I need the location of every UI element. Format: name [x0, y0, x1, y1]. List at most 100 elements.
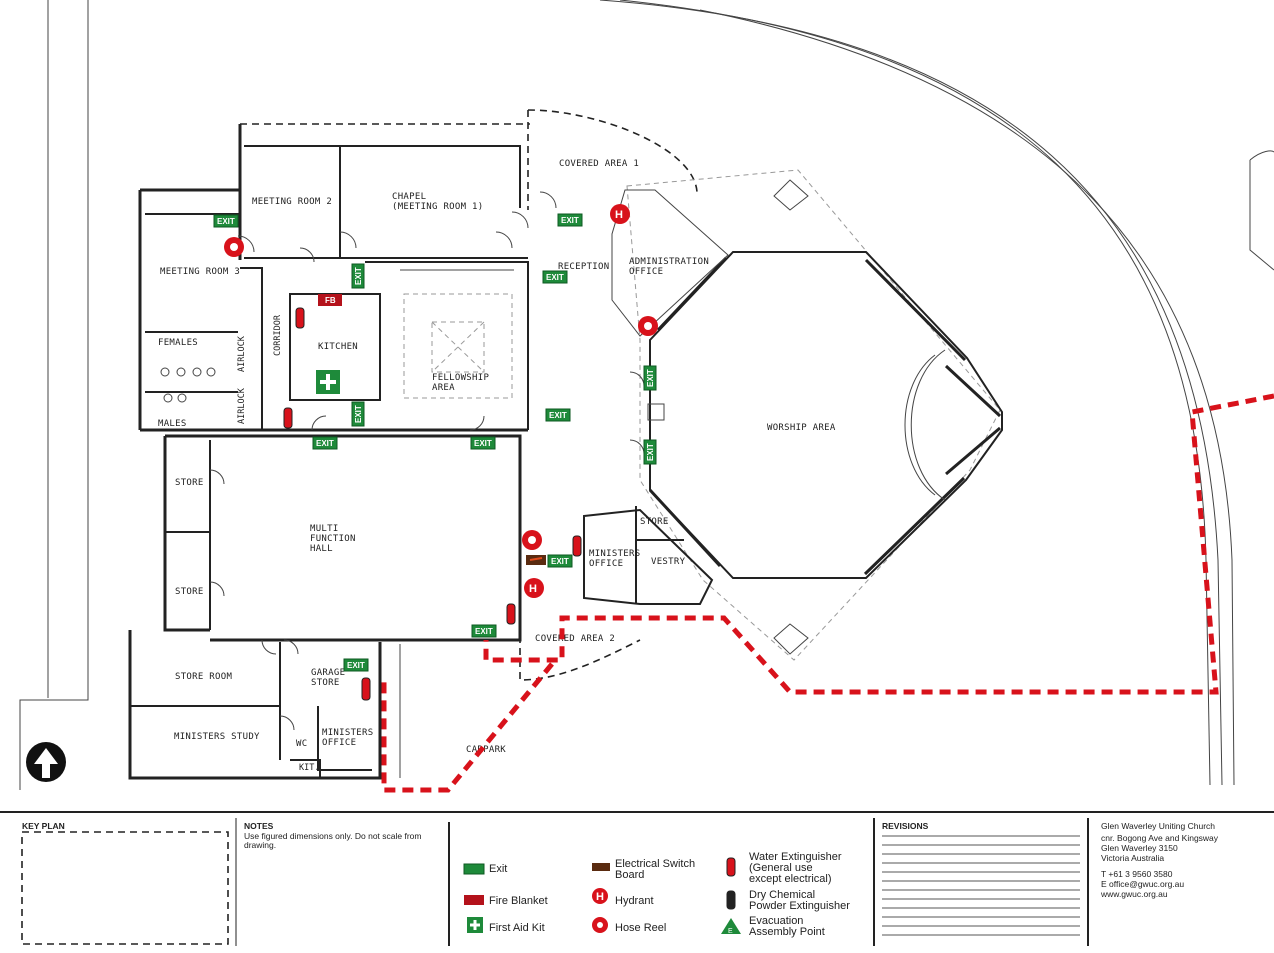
hose-reel-icon: [224, 237, 244, 257]
svg-text:H: H: [596, 891, 604, 903]
room-label-chapel-sub: (MEETING ROOM 1): [392, 202, 484, 212]
covered-areas: [240, 109, 698, 681]
electrical-switchboard-icon: [526, 555, 546, 565]
title-block: KEY PLAN NOTES Use figured dimensions on…: [0, 811, 1274, 946]
svg-text:EXIT: EXIT: [549, 411, 567, 420]
room-label-airlock-upper: AIRLOCK: [237, 335, 247, 372]
hose-reel-icon: [638, 316, 658, 336]
exit-sign: EXIT: [351, 263, 365, 289]
church-email: E office@gwuc.org.au: [1101, 879, 1184, 889]
exit-sign: EXIT: [213, 214, 239, 228]
legend-dry-extinguisher-icon: [726, 890, 736, 910]
room-label-corridor: CORRIDOR: [273, 314, 283, 356]
church-address-3: Victoria Australia: [1101, 853, 1164, 863]
room-label-store-lower: STORE: [175, 587, 204, 597]
evacuation-route-east: [483, 393, 1274, 695]
evacuation-routes: [381, 393, 1274, 793]
legend-assembly-2: Assembly Point: [749, 926, 825, 938]
room-labels: MEETING ROOM 2 CHAPEL (MEETING ROOM 1) C…: [158, 159, 686, 773]
room-label-store-room: STORE ROOM: [175, 672, 232, 682]
hydrant-icon: H: [610, 204, 630, 224]
room-label-administration: ADMINISTRATION: [629, 257, 709, 267]
exit-sign: EXIT: [471, 624, 497, 638]
svg-text:EXIT: EXIT: [646, 443, 655, 461]
room-label-wc: WC: [296, 739, 307, 749]
church-phone: T +61 3 9560 3580: [1101, 869, 1173, 879]
room-label-reception: RECEPTION: [558, 262, 609, 272]
svg-text:EXIT: EXIT: [475, 627, 493, 636]
fire-equipment: H H FB: [224, 204, 658, 701]
room-label-airlock-lower: AIRLOCK: [237, 387, 247, 424]
fire-blanket-icon: FB: [318, 294, 342, 306]
church-address-2: Glen Waverley 3150: [1101, 843, 1178, 853]
exit-sign: EXIT: [557, 213, 583, 227]
revisions-heading: REVISIONS: [882, 821, 929, 831]
legend-switchboard-label-1: Electrical Switch: [615, 858, 695, 870]
room-label-multi: MULTI: [310, 524, 339, 534]
room-label-hall: HALL: [310, 544, 333, 554]
legend-water-extinguisher-icon: [726, 857, 736, 877]
room-label-vestry: VESTRY: [651, 557, 686, 567]
key-plan-heading: KEY PLAN: [22, 821, 65, 831]
legend-water-ext-2: (General use: [749, 862, 813, 874]
toilet-fixtures: [160, 367, 216, 403]
svg-text:EXIT: EXIT: [217, 217, 235, 226]
water-extinguisher-icon: [283, 407, 293, 429]
hose-reel-icon: [522, 530, 542, 550]
svg-text:FB: FB: [325, 296, 336, 305]
legend-hydrant-icon: H: [592, 888, 608, 904]
fellowship-detail: [400, 269, 514, 399]
svg-text:EXIT: EXIT: [354, 267, 363, 285]
svg-text:EXIT: EXIT: [347, 661, 365, 670]
room-label-function: FUNCTION: [310, 534, 356, 544]
evacuation-route-carpark: [381, 662, 554, 793]
doors: [209, 191, 645, 731]
room-label-store-vestry: STORE: [640, 517, 669, 527]
room-label-males: MALES: [158, 419, 187, 429]
church-address-1: cnr. Bogong Ave and Kingsway: [1101, 833, 1219, 843]
room-label-ministers-office-2b: OFFICE: [322, 738, 356, 748]
svg-text:EXIT: EXIT: [474, 439, 492, 448]
room-label-meeting-room-2: MEETING ROOM 2: [252, 197, 332, 207]
church-name: Glen Waverley Uniting Church: [1101, 821, 1215, 831]
room-label-kitchen: KITCHEN: [318, 342, 358, 352]
svg-text:EXIT: EXIT: [551, 557, 569, 566]
room-label-covered-area-2: COVERED AREA 2: [535, 634, 615, 644]
legend-assembly-point-icon: E: [721, 918, 741, 935]
room-label-ministers-office-2: MINISTERS: [322, 728, 373, 738]
legend-fire-blanket-label: Fire Blanket: [489, 895, 548, 907]
hydrant-icon: H: [524, 578, 544, 598]
legend-first-aid-icon: [467, 917, 483, 933]
svg-text:EXIT: EXIT: [546, 273, 564, 282]
legend-switchboard-icon: [592, 863, 610, 871]
first-aid-kit-icon: [316, 370, 340, 394]
room-label-ministers: MINISTERS: [589, 549, 640, 559]
room-label-covered-area-1: COVERED AREA 1: [559, 159, 639, 169]
exit-sign: EXIT: [547, 554, 573, 568]
legend-exit-label: Exit: [489, 863, 507, 875]
legend-exit-icon: [463, 863, 485, 875]
legend-hydrant-label: Hydrant: [615, 895, 654, 907]
exit-sign: EXIT: [343, 658, 369, 672]
room-label-chapel: CHAPEL: [392, 192, 426, 202]
room-label-worship-area: WORSHIP AREA: [767, 423, 836, 433]
legend-first-aid-label: First Aid Kit: [489, 922, 545, 934]
svg-text:EXIT: EXIT: [316, 439, 334, 448]
svg-text:EXIT: EXIT: [646, 369, 655, 387]
exit-signs: EXIT EXIT EXIT EXIT EXIT EXIT EXIT EXIT …: [213, 213, 657, 672]
exit-sign: EXIT: [643, 439, 657, 465]
room-label-garage: GARAGE: [311, 668, 345, 678]
notes-line-1: Use figured dimensions only. Do not scal…: [244, 831, 421, 841]
exit-sign: EXIT: [542, 270, 568, 284]
north-arrow-icon: [26, 742, 66, 782]
exit-sign: EXIT: [312, 436, 338, 450]
legend-dry-ext-1: Dry Chemical: [749, 889, 815, 901]
room-label-fellowship: FELLOWSHIP: [432, 373, 489, 383]
legend-water-ext-3: except electrical): [749, 873, 832, 885]
water-extinguisher-icon: [295, 307, 305, 329]
exit-sign: EXIT: [351, 401, 365, 427]
room-label-fellowship-area: AREA: [432, 383, 455, 393]
church-website: www.gwuc.org.au: [1100, 889, 1168, 899]
room-label-administration-office: OFFICE: [629, 267, 663, 277]
